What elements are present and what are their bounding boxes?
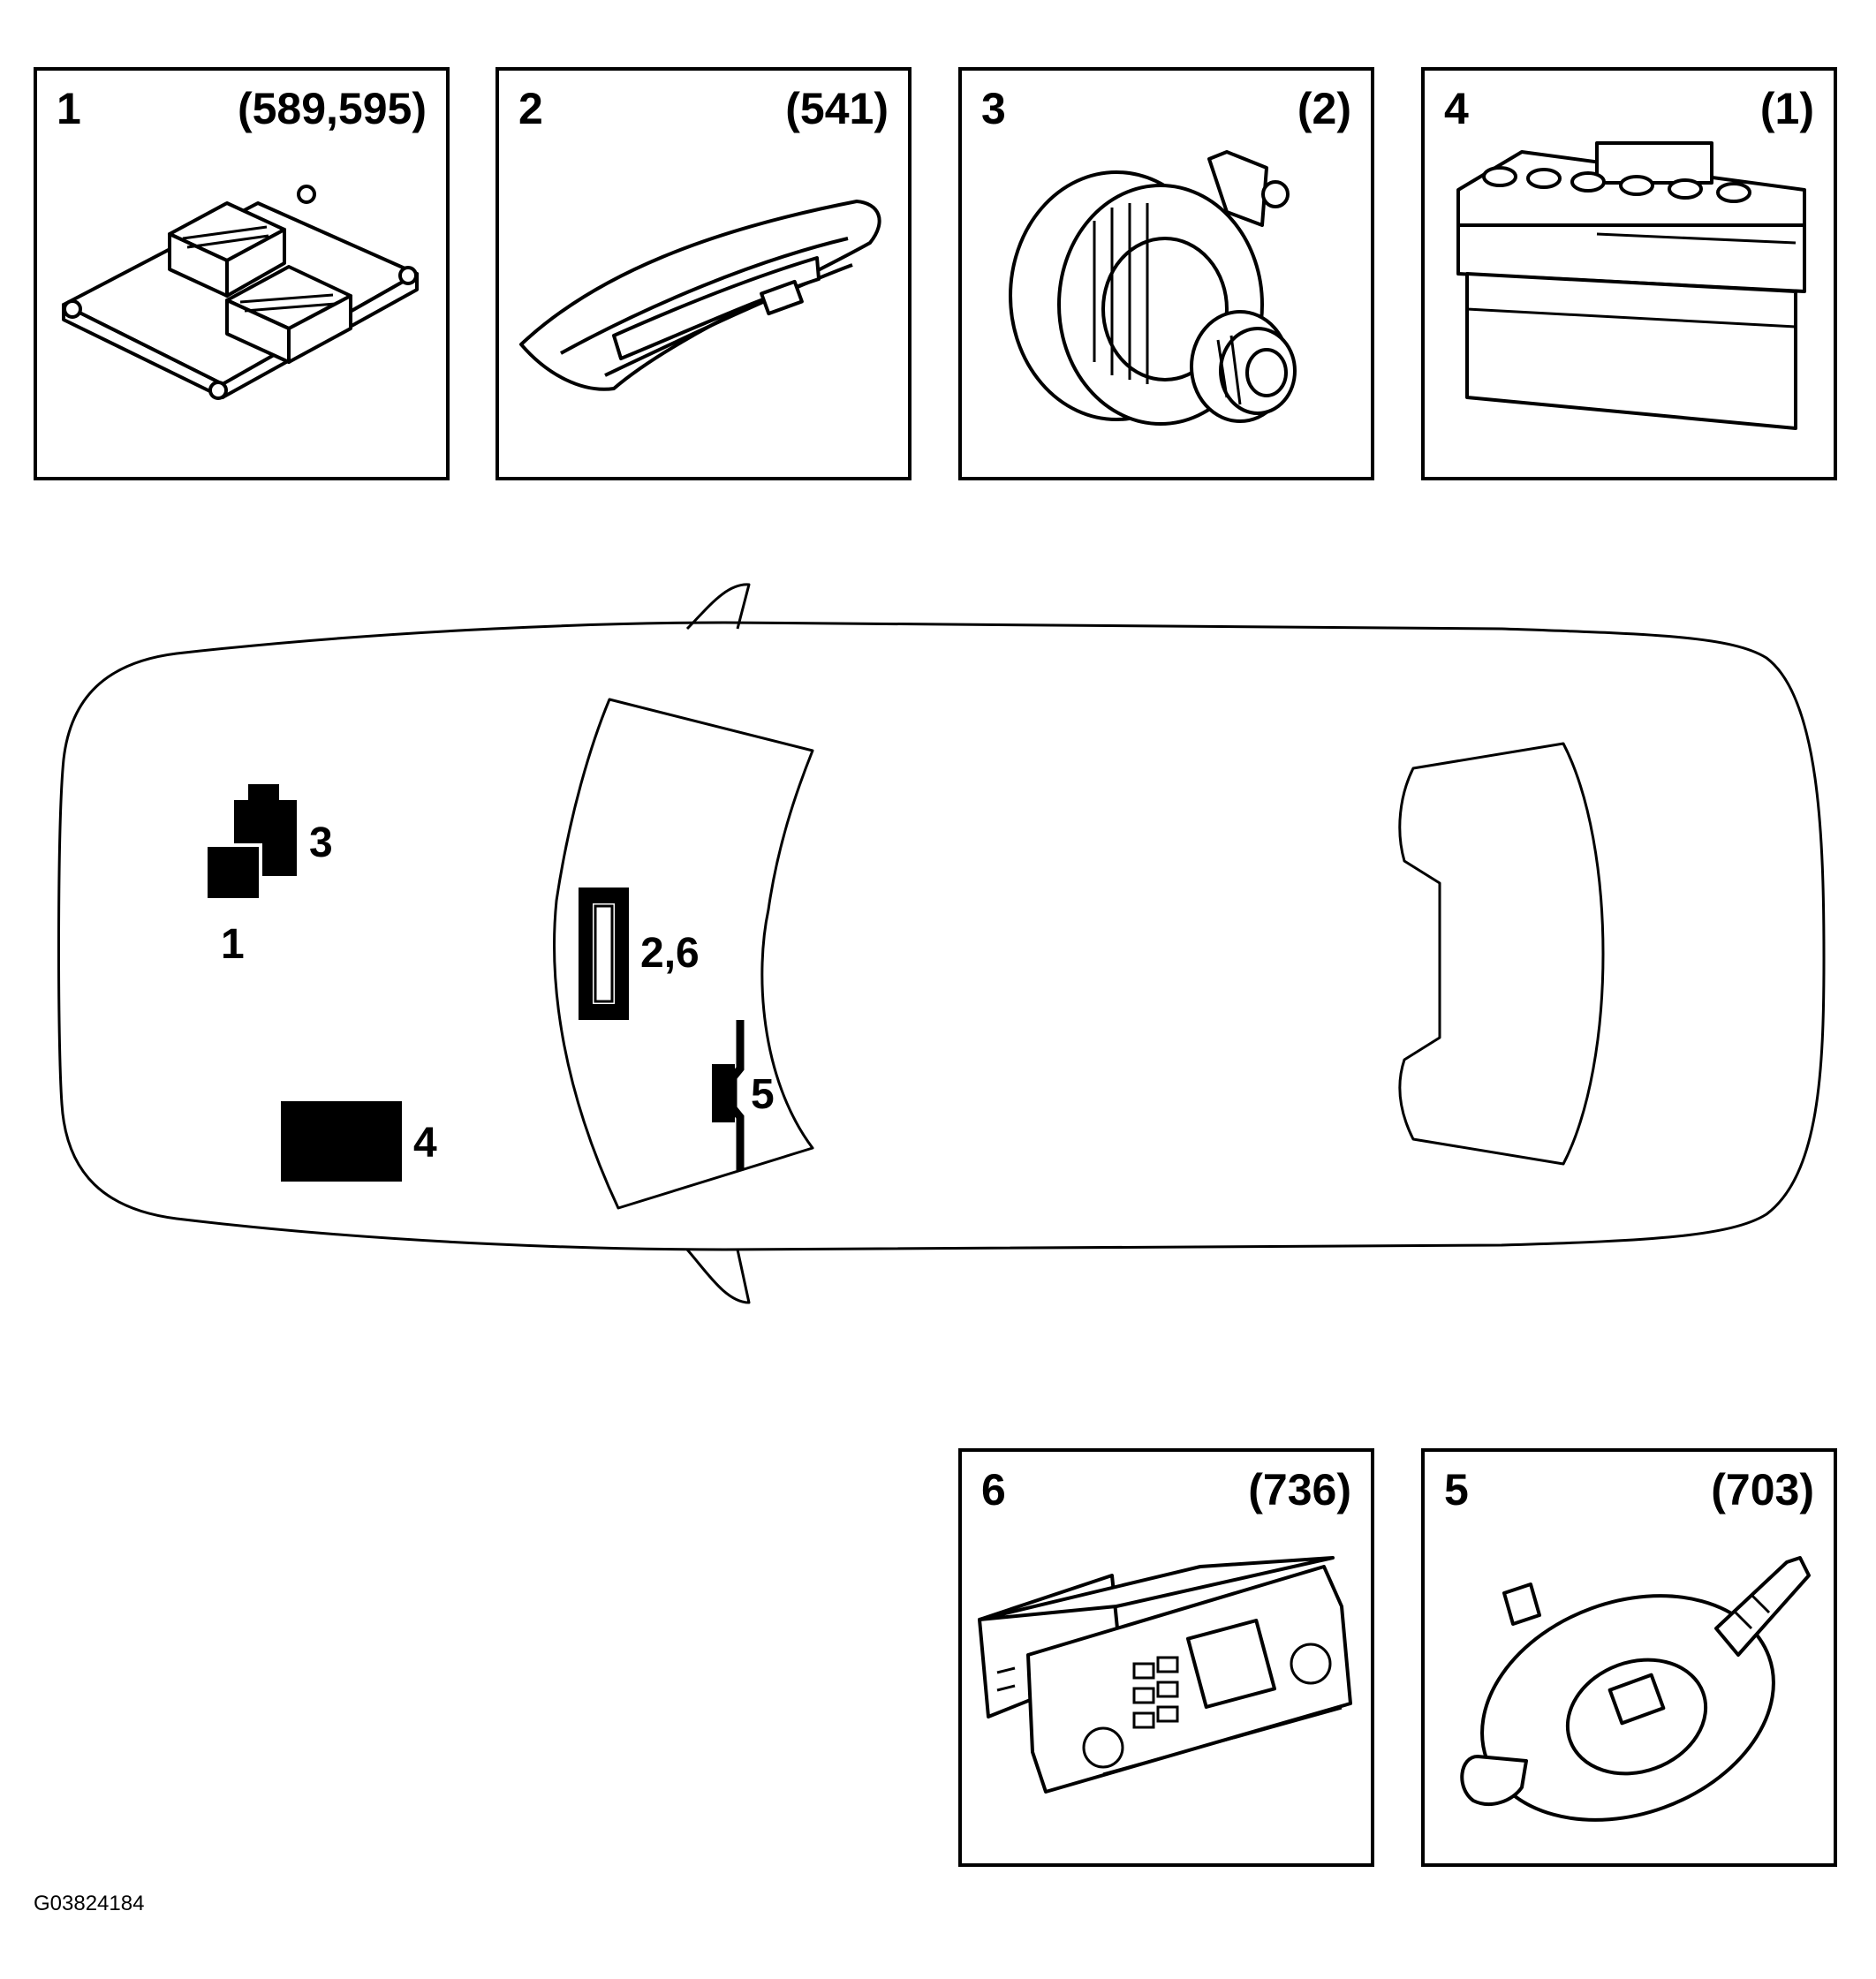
- location-label-1: 1: [221, 921, 245, 968]
- component-marker-4: [281, 1101, 402, 1182]
- component-number: 3: [981, 84, 1006, 133]
- component-number: 2: [518, 84, 543, 133]
- steering-switch-icon: [1460, 1556, 1811, 1822]
- component-marker-5: [712, 1020, 745, 1170]
- figure-code: G03824184: [34, 1892, 145, 1915]
- windshield: [553, 698, 814, 1210]
- component-reference: (589,595): [237, 84, 427, 133]
- component-number: 6: [981, 1465, 1006, 1514]
- vehicle-body-outline: [57, 621, 1826, 1251]
- component-panel-1: 1 (589,595): [34, 67, 450, 480]
- alternator-icon: [1009, 150, 1297, 426]
- vehicle-outline: 3 1 4 2,6 5: [57, 583, 1826, 1304]
- component-panel-6: 6 (736): [958, 1448, 1374, 1867]
- component-number: 1: [57, 84, 81, 133]
- instrument-cluster-icon: [519, 200, 881, 391]
- location-label-3: 3: [309, 820, 333, 866]
- component-panel-5: 5 (703): [1421, 1448, 1837, 1867]
- rear-window: [1398, 742, 1605, 1166]
- component-marker-1-3: [204, 784, 297, 902]
- battery-icon: [1456, 141, 1806, 430]
- component-number: 5: [1444, 1465, 1469, 1514]
- radio-climate-panel-icon: [978, 1556, 1352, 1794]
- left-mirror: [685, 583, 751, 631]
- component-reference: (703): [1711, 1465, 1814, 1514]
- control-module-icon: [62, 185, 419, 400]
- location-label-4: 4: [413, 1120, 437, 1167]
- component-reference: (541): [785, 84, 889, 133]
- component-panel-4: 4 (1): [1421, 67, 1837, 480]
- component-panel-3: 3 (2): [958, 67, 1374, 480]
- location-label-5: 5: [751, 1071, 775, 1118]
- location-label-2-6: 2,6: [640, 930, 700, 977]
- component-reference: (736): [1248, 1465, 1351, 1514]
- component-marker-2-6: [579, 888, 629, 1020]
- right-mirror: [685, 1249, 751, 1304]
- component-number: 4: [1444, 84, 1469, 133]
- component-reference: (1): [1759, 84, 1814, 133]
- component-panel-2: 2 (541): [495, 67, 912, 480]
- component-reference: (2): [1297, 84, 1351, 133]
